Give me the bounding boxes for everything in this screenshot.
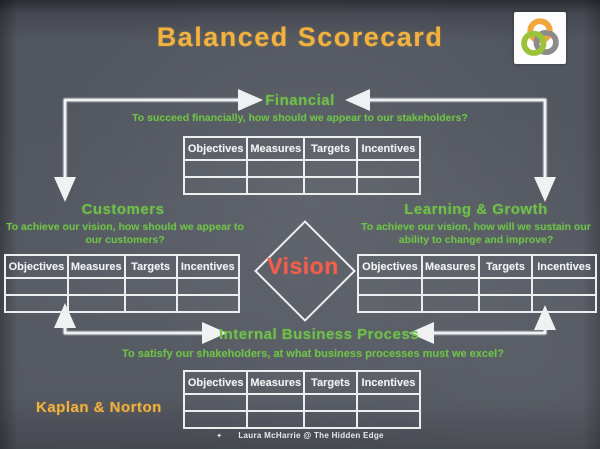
learning-growth-label: Learning & Growth [404,201,548,218]
customers-table: Objectives Measures Targets Incentives [4,254,241,313]
credit-text: Laura McHarrie @ The Hidden Edge [238,431,384,440]
page-title: Balanced Scorecard [156,22,444,52]
table-row [4,294,241,313]
col-incentives: Incentives [355,136,422,161]
col-objectives: Objectives [182,370,249,395]
col-measures: Measures [420,254,480,279]
table-row [182,393,422,412]
arrowhead-down-icon [54,177,76,202]
financial-question: To succeed financially, how should we ap… [132,112,468,124]
table-row [357,277,597,296]
col-targets: Targets [123,254,178,279]
col-objectives: Objectives [182,136,249,161]
col-incentives: Incentives [531,254,597,279]
internal-process-question: To satisfy our shakeholders, at what bus… [122,348,504,360]
col-incentives: Incentives [175,254,241,279]
col-incentives: Incentives [355,370,422,395]
customers-label: Customers [81,201,165,218]
table-row [4,277,241,296]
col-measures: Measures [246,136,306,161]
internal-process-table: Objectives Measures Targets Incentives [182,370,422,429]
interlocking-rings-icon [521,18,559,56]
learning-growth-question: To achieve our vision, how will we susta… [361,221,591,246]
internal-process-label: Internal Business Process [218,326,420,343]
table-row [357,294,597,313]
col-objectives: Objectives [357,254,423,279]
financial-label: Financial [265,92,335,109]
table-row [182,176,422,195]
col-measures: Measures [66,254,126,279]
financial-table: Objectives Measures Targets Incentives [182,136,422,195]
col-targets: Targets [303,370,358,395]
col-targets: Targets [477,254,534,279]
col-objectives: Objectives [4,254,69,279]
col-measures: Measures [246,370,306,395]
arrowhead-down-icon [534,177,556,202]
col-targets: Targets [303,136,358,161]
credit-line: ✦ Laura McHarrie @ The Hidden Edge [0,431,600,440]
authors-label: Kaplan & Norton [36,399,162,416]
table-row [182,410,422,429]
table-row [182,159,422,178]
learning-growth-table: Objectives Measures Targets Incentives [357,254,597,313]
customers-question: To achieve our vision, how should we app… [6,221,244,246]
credit-bullet-icon: ✦ [216,433,223,440]
hidden-edge-logo [514,12,566,64]
vision-label: Vision [267,253,339,279]
